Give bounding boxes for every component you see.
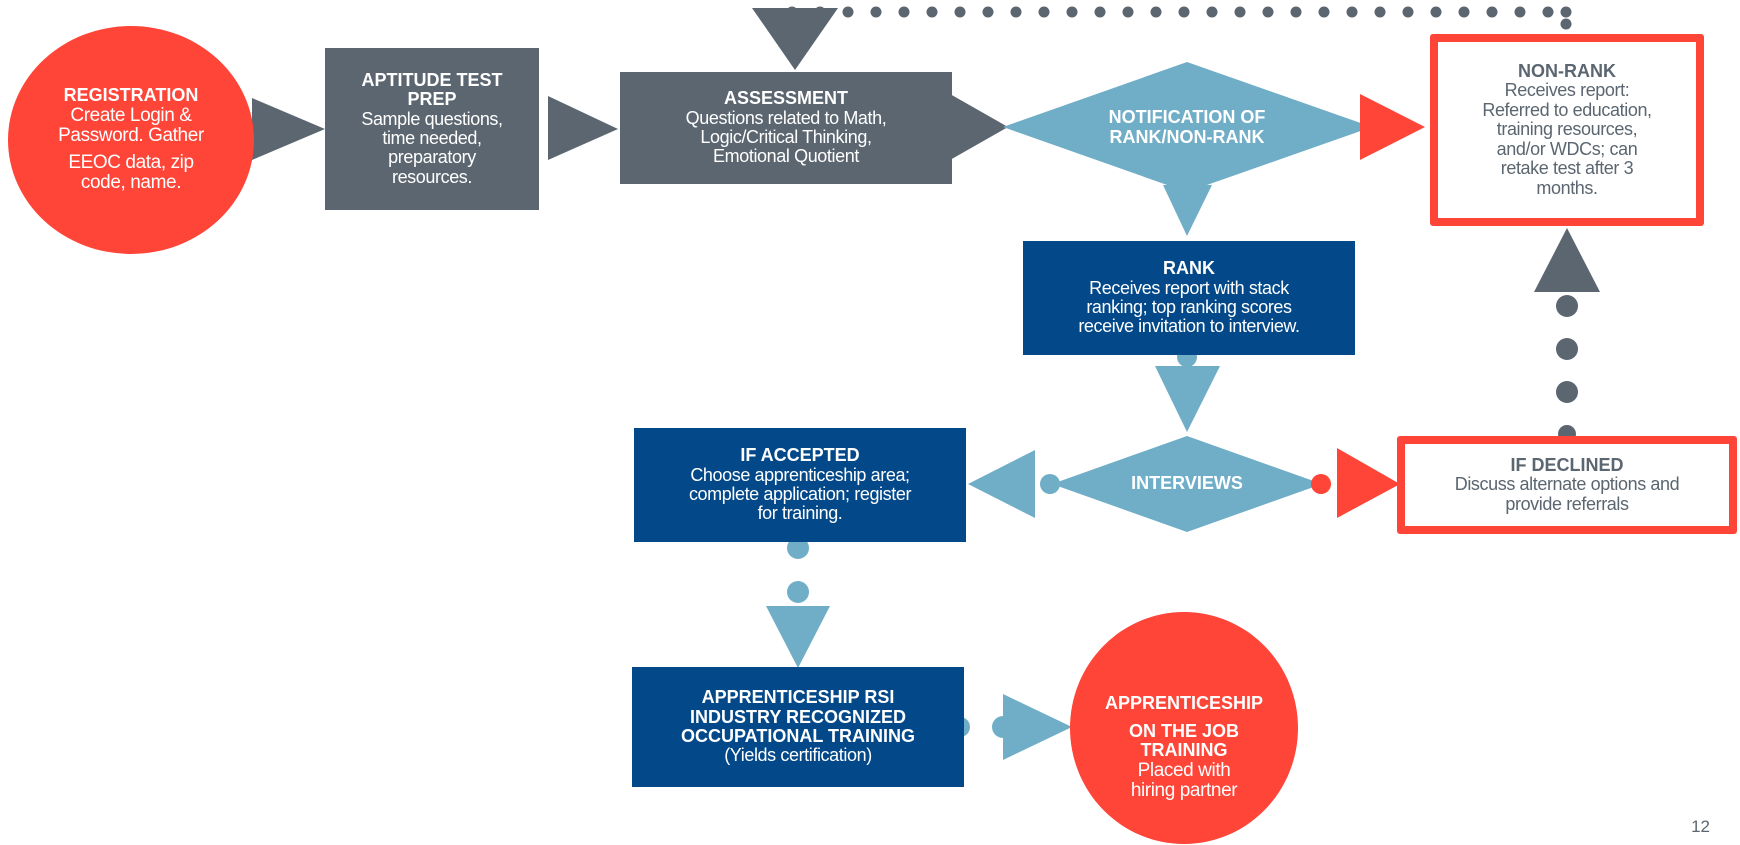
if-accepted-step: IF ACCEPTED Choose apprenticeship area; … [634,428,966,542]
non-rank-title: NON-RANK [1518,60,1616,81]
registration-line-4: code, name. [80,172,182,194]
arrow-to-if-accepted [968,450,1035,518]
ojt-title-1: APPRENTICESHIP [1104,693,1264,714]
interviews-diamond [1052,436,1322,532]
aptitude-test-prep-step: APTITUDE TEST PREP Sample questions, tim… [325,48,539,210]
assessment-title: ASSESSMENT [723,88,849,109]
ojt-line-1: Placed with [1137,759,1231,781]
if-accepted-title: IF ACCEPTED [740,445,860,466]
aptitude-line-4: resources. [391,166,473,187]
if-declined-line-1: Discuss alternate options and [1454,474,1680,495]
non-rank-step: NON-RANK Receives report: Referred to ed… [1430,34,1704,226]
notification-line-1: NOTIFICATION OF [1108,107,1266,128]
registration-line-1: Create Login & [70,104,192,126]
top-dotted-line [786,6,1572,30]
assessment-line-1: Questions related to Math, [685,107,887,128]
aptitude-title-1: APTITUDE TEST [361,69,503,90]
arrow-to-ojt [1003,694,1072,760]
if-declined-step: IF DECLINED Discuss alternate options an… [1397,436,1737,534]
non-rank-line-1: Receives report: [1504,80,1630,101]
if-accepted-line-3: for training. [757,503,843,524]
if-accepted-line-2: complete application; register [688,484,912,504]
rsi-title-1: APPRENTICESHIP RSI [701,687,895,708]
on-the-job-training-step: APPRENTICESHIP ON THE JOB TRAINING Place… [1070,612,1298,844]
interviews-label: INTERVIEWS [1100,470,1274,498]
assessment-step: ASSESSMENT Questions related to Math, Lo… [620,72,952,184]
assessment-line-3: Emotional Quotient [713,146,859,167]
declined-to-non-rank-dots [1556,295,1578,443]
rank-title: RANK [1163,258,1215,279]
aptitude-line-3: preparatory [388,147,476,168]
rsi-line-1: (Yields certification) [724,745,872,766]
ojt-title-3: TRAINING [1140,740,1228,761]
registration-line-3: EEOC data, zip [68,151,194,173]
feedback-down-arrow [752,8,838,70]
accepted-connector-dot [1040,474,1060,494]
notification-line-2: RANK/NON-RANK [1109,127,1265,147]
if-declined-title: IF DECLINED [1510,454,1624,475]
arrow-to-non-rank [1360,94,1425,160]
rank-line-2: ranking; top ranking scores [1086,297,1292,317]
non-rank-line-5: retake test after 3 [1500,158,1634,179]
rsi-title-3: OCCUPATIONAL TRAINING [681,726,915,746]
rsi-title-2: INDUSTRY RECOGNIZED [689,706,907,727]
ojt-line-2: hiring partner [1130,780,1238,802]
registration-title: REGISTRATION [63,85,199,106]
rank-line-3: receive invitation to interview. [1078,316,1300,337]
arrow-rank-to-interviews [1155,366,1220,432]
registration-line-2: Password. Gather [58,125,204,147]
accepted-to-rsi-dots [787,537,809,603]
non-rank-line-3: training resources, [1496,119,1638,140]
rank-line-1: Receives report with stack [1089,277,1289,298]
aptitude-title-2: PREP [407,89,457,110]
ojt-title-2: ON THE JOB [1128,720,1239,741]
apprenticeship-rsi-step: APPRENTICESHIP RSI INDUSTRY RECOGNIZED O… [632,667,964,787]
page-number: 12 [1691,817,1710,836]
non-rank-line-6: months. [1536,177,1598,198]
non-rank-line-4: and/or WDCs; can [1496,138,1638,159]
rank-step: RANK Receives report with stack ranking;… [1023,241,1355,355]
arrow-to-if-declined [1337,448,1400,518]
if-declined-line-2: provide referrals [1505,493,1629,514]
if-accepted-line-1: Choose apprenticeship area; [690,464,910,485]
arrow-aptitude-to-assessment [548,96,618,160]
declined-connector-dot [1311,474,1331,494]
arrow-to-rank [1163,185,1212,236]
non-rank-line-2: Referred to education, [1482,99,1652,120]
arrow-assessment-to-notification [950,94,1008,160]
arrow-up-to-non-rank [1534,228,1600,292]
arrow-registration-to-aptitude [252,98,325,160]
registration-step: REGISTRATION Create Login & Password. Ga… [8,26,254,254]
aptitude-line-2: time needed, [382,128,482,148]
notification-diamond [1003,62,1372,192]
interviews-text: INTERVIEWS [1131,473,1243,494]
aptitude-line-1: Sample questions, [361,108,503,129]
assessment-line-2: Logic/Critical Thinking, [700,127,872,147]
arrow-to-rsi [766,606,830,668]
notification-label: NOTIFICATION OF RANK/NON-RANK [1060,100,1314,156]
